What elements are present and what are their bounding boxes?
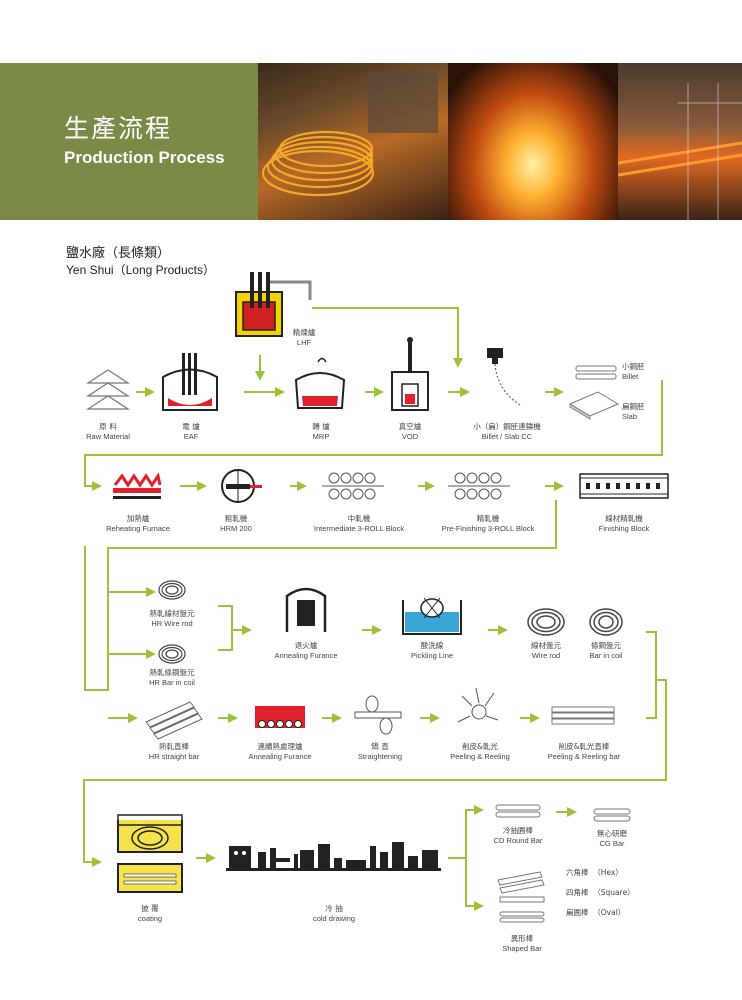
continuous-annealing-icon: [255, 706, 305, 728]
hrm-icon: [221, 469, 262, 503]
peeling-icon: [457, 687, 499, 723]
raw-material-icon: [85, 369, 131, 410]
label-oval: 扁圓棒 （Oval）: [566, 908, 626, 917]
header-banner: 生產流程 Production Process: [0, 63, 742, 220]
eaf-icon: [162, 353, 218, 411]
label-square: 四角棒 （Square）: [566, 888, 635, 897]
cold-drawing-icon: [226, 842, 441, 871]
peeling-bar-icon: [551, 706, 615, 725]
hr-bar-coil-icon: [158, 644, 186, 664]
prefinishing-block-icon: [448, 472, 510, 500]
straightening-icon: [354, 695, 402, 735]
cg-bar-icon: [593, 808, 631, 822]
reheating-furnace-icon: [113, 472, 162, 499]
pickling-line-icon: [402, 597, 462, 635]
page-title-zh: 生產流程: [64, 114, 173, 143]
shaped-bar-icon: [497, 871, 545, 923]
flow-connectors: [83, 307, 667, 911]
banner-photo-mill: [618, 63, 742, 220]
section-title-zh: 鹽水廠（長條類）: [66, 246, 171, 261]
intermediate-block-icon: [322, 472, 384, 500]
slab-icon: [568, 391, 620, 420]
billet-icon: [575, 365, 617, 380]
banner-title-panel: 生產流程 Production Process: [0, 63, 258, 220]
cd-round-bar-icon: [495, 804, 541, 818]
annealing-furnace-icon: [285, 587, 327, 632]
wire-rod-icon: [527, 608, 565, 636]
caster-icon: [487, 348, 521, 406]
coating-icon: [117, 814, 183, 893]
banner-photo-furnace: [448, 63, 618, 220]
finishing-block-icon: [579, 473, 669, 499]
lhf-icon: [235, 272, 312, 337]
hr-straight-bar-icon: [145, 701, 203, 740]
section-title-en: Yen Shui（Long Products）: [66, 263, 215, 277]
page-title-en: Production Process: [64, 148, 225, 167]
hr-wire-rod-icon: [158, 580, 186, 600]
mrp-icon: [294, 357, 346, 409]
bar-in-coil-icon: [589, 608, 623, 636]
label-hex: 六角棒 （Hex）: [566, 868, 623, 877]
banner-photo-coils: [258, 63, 448, 220]
vod-icon: [391, 337, 429, 411]
